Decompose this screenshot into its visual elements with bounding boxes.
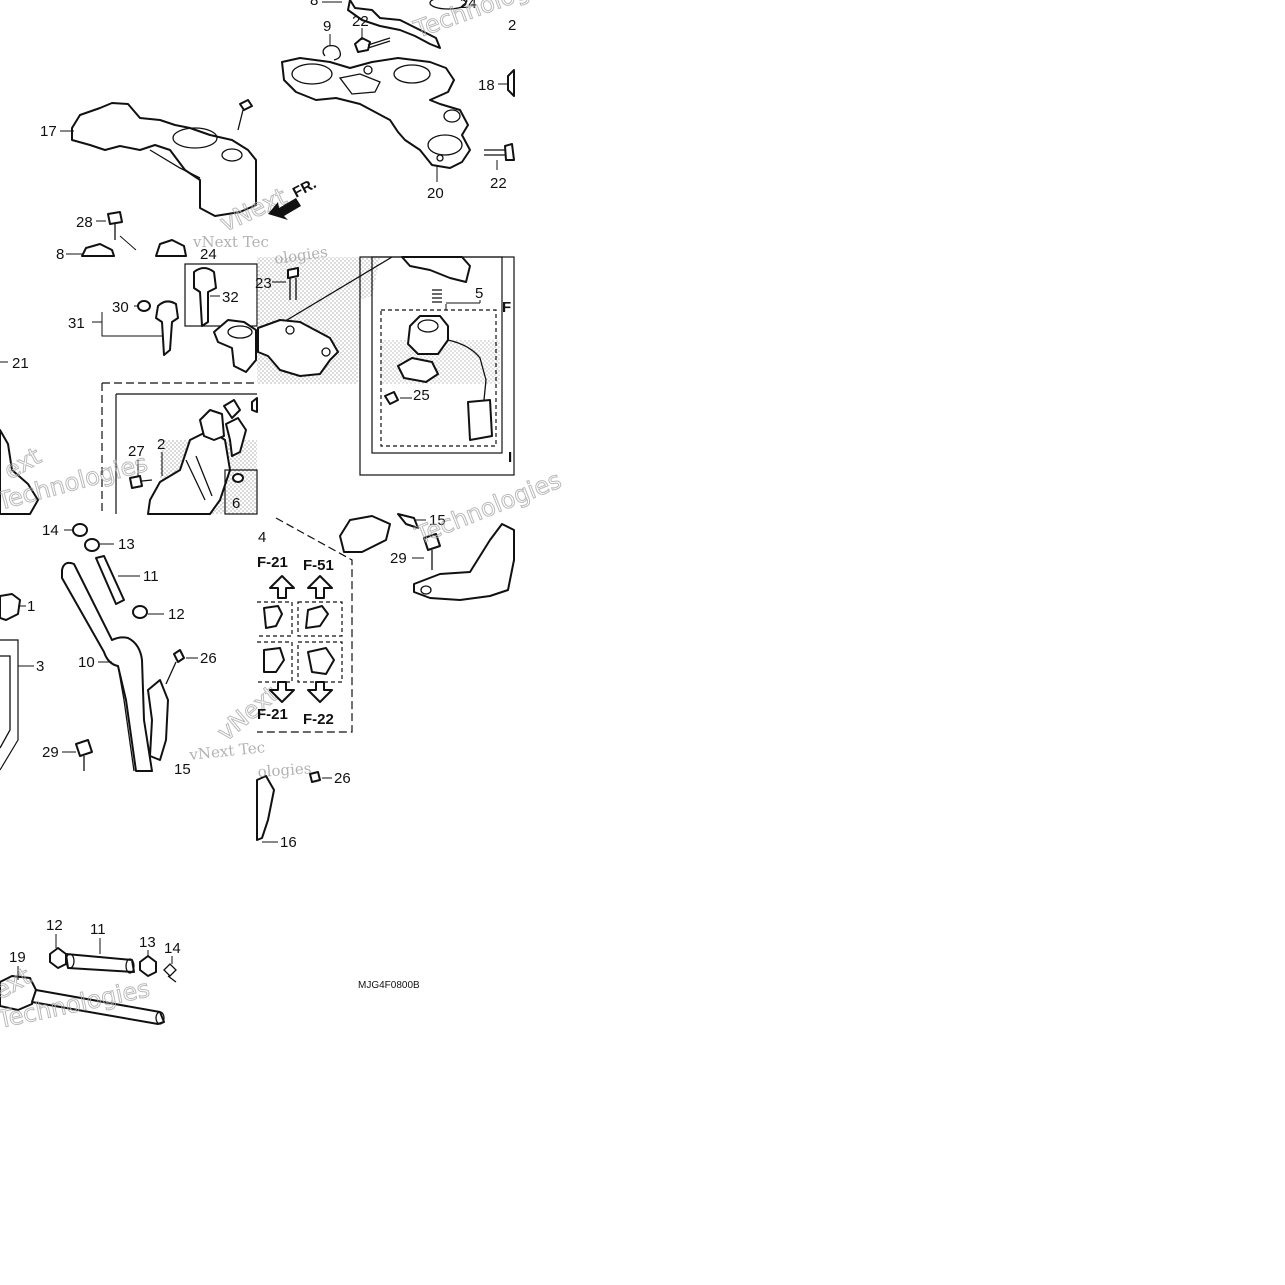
callout-30: 30 bbox=[112, 299, 129, 316]
callout-12: 12 bbox=[168, 606, 185, 623]
callout-17: 17 bbox=[40, 123, 57, 140]
callout-29: 29 bbox=[42, 744, 59, 761]
callout-12b: 12 bbox=[46, 917, 63, 934]
direction-label: FR. bbox=[290, 175, 319, 201]
watermark-text-4: ologies bbox=[257, 759, 312, 781]
callout-32: 32 bbox=[222, 289, 239, 306]
callout-21: 21 bbox=[12, 355, 29, 372]
top-bridge-part bbox=[281, 57, 471, 169]
callout-22a: 22 bbox=[352, 13, 369, 30]
callout-15b: 15 bbox=[174, 761, 191, 778]
tile-lower-pin: 19 12 11 13 14 Technologies ext bbox=[0, 917, 181, 1035]
callout-6: 6 bbox=[232, 495, 240, 512]
callout-16: 16 bbox=[280, 834, 297, 851]
tile-lower-bracket: 26 16 ologies bbox=[256, 759, 351, 851]
callout-8: 8 bbox=[56, 246, 64, 263]
callout-24b: 24 bbox=[200, 246, 217, 263]
arrow-down-icon bbox=[307, 681, 333, 703]
diagram-code: MJG4F0800B bbox=[358, 980, 420, 991]
callout-5: 5 bbox=[475, 285, 483, 302]
tile-handlebar: 14 13 11 12 10 26 1 3 29 15 vNext Tec vN… bbox=[0, 522, 284, 778]
callout-28: 28 bbox=[76, 214, 93, 231]
tile-top-bridge: 9 22 18 20 22 24 8 2 FR. Technologies bbox=[268, 0, 565, 220]
tile-reference-panel: 4 15 29 F-21 F-51 F-21 F-22 Technologies bbox=[257, 465, 566, 733]
front-arrow-icon bbox=[268, 198, 301, 220]
callout-18: 18 bbox=[478, 77, 495, 94]
watermark-outline-6: Technologies bbox=[411, 466, 565, 550]
callout-1: 1 bbox=[27, 598, 35, 615]
tile-upper-cover: 17 28 8 24 vNext Tec vNext bbox=[40, 99, 292, 263]
ref-f-22: F-22 bbox=[303, 711, 334, 728]
callout-11b: 11 bbox=[90, 921, 106, 938]
arrow-up-icon bbox=[307, 575, 333, 599]
callout-8a: 8 bbox=[310, 0, 318, 9]
callout-22b: 22 bbox=[490, 175, 507, 192]
callout-15: 15 bbox=[429, 512, 446, 529]
ref-f-partial: F bbox=[502, 299, 511, 316]
callout-13: 13 bbox=[118, 536, 135, 553]
callout-9: 9 bbox=[323, 18, 331, 35]
watermark-text: vNext Tec bbox=[192, 233, 269, 251]
arrow-up-icon bbox=[269, 575, 295, 599]
handlebar-cover-part bbox=[71, 102, 257, 217]
arrow-down-icon bbox=[269, 681, 295, 703]
handlebar-part bbox=[61, 561, 153, 772]
callout-31: 31 bbox=[68, 315, 85, 332]
callout-4: 4 bbox=[258, 529, 266, 546]
ref-f-51: F-51 bbox=[303, 557, 334, 574]
callout-29b: 29 bbox=[390, 550, 407, 567]
callout-25: 25 bbox=[413, 387, 430, 404]
ref-f-21-bottom: F-21 bbox=[257, 706, 288, 723]
callout-23: 23 bbox=[255, 275, 272, 292]
callout-2a: 2 bbox=[508, 17, 516, 34]
callout-3: 3 bbox=[36, 658, 44, 675]
callout-10: 10 bbox=[78, 654, 95, 671]
callout-27: 27 bbox=[128, 443, 145, 460]
callout-19: 19 bbox=[9, 949, 26, 966]
callout-13b: 13 bbox=[139, 934, 156, 951]
callout-2: 2 bbox=[157, 436, 165, 453]
tile-key-set: 32 30 31 21 27 2 6 Technologies ext bbox=[0, 263, 258, 517]
callout-26: 26 bbox=[200, 650, 217, 667]
ref-f-partial-2: I bbox=[508, 449, 512, 466]
callout-20: 20 bbox=[427, 185, 444, 202]
callout-14b: 14 bbox=[164, 940, 181, 957]
callout-26b: 26 bbox=[334, 770, 351, 787]
tile-switch-stay: 23 5 25 F I ologies bbox=[255, 243, 515, 476]
ref-f-21-top: F-21 bbox=[257, 554, 288, 571]
callout-14: 14 bbox=[42, 522, 59, 539]
key-icon bbox=[193, 267, 217, 327]
callout-11: 11 bbox=[143, 568, 159, 585]
callout-24a: 24 bbox=[460, 0, 477, 12]
